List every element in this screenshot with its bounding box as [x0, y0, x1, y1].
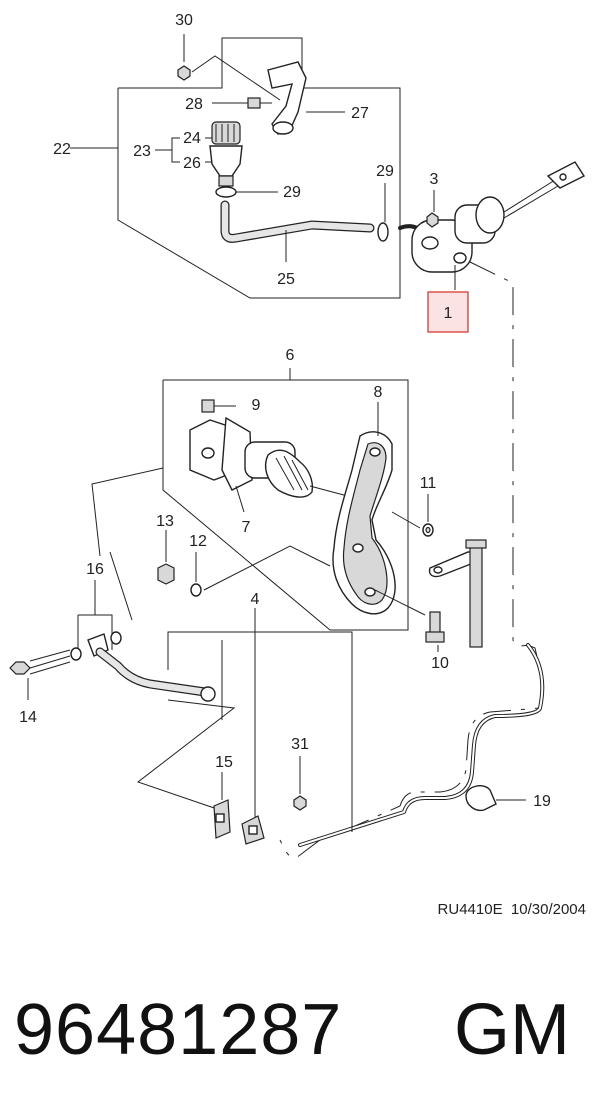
callout-6: 6 [286, 347, 295, 364]
callout-9: 9 [252, 397, 261, 414]
bolt-10 [374, 589, 445, 652]
part-code-banner: 96481287 GM [0, 975, 600, 1085]
callout-24: 24 [183, 130, 201, 147]
brand-label: GM [454, 990, 570, 1070]
bracket-pin [428, 539, 487, 648]
clip-4 [241, 815, 265, 845]
hose-clamp-29-right [377, 183, 389, 242]
callout-27: 27 [351, 105, 369, 122]
callout-16: 16 [86, 561, 104, 578]
washers-16 [70, 631, 122, 661]
banjo-bolt-14 [9, 649, 71, 700]
callout-15: 15 [215, 754, 233, 771]
callout-26: 26 [183, 155, 201, 172]
reservoir-group-frame [70, 37, 401, 299]
slave-cylinder-7 [189, 416, 356, 513]
clutch-hydraulic-exploded-diagram: 30 28 27 22 23 24 26 29 29 3 25 1 6 9 8 … [9, 12, 586, 918]
hose-clamp-29-left [215, 186, 278, 198]
release-fork-8 [332, 402, 421, 615]
callout-10: 10 [431, 655, 449, 672]
callout-8: 8 [374, 384, 383, 401]
nut-30 [177, 34, 281, 101]
drawing-reference: RU4410E 10/30/2004 [438, 901, 586, 918]
washer-11 [422, 494, 434, 537]
callout-3: 3 [430, 171, 439, 188]
hydraulic-line-route [279, 261, 543, 859]
reservoir-26 [209, 145, 243, 187]
callout-31: 31 [291, 736, 309, 753]
callout-22: 22 [53, 141, 71, 158]
washer-12 [190, 545, 331, 597]
reservoir-cap-24 [211, 121, 241, 145]
callout-25: 25 [277, 271, 295, 288]
reservoir-hose-25 [220, 200, 375, 262]
bracket-27 [267, 61, 345, 135]
slave-cylinder-group-frame [162, 368, 409, 631]
callout-1: 1 [444, 305, 453, 322]
hose-group-frame [77, 467, 164, 650]
callout-23: 23 [133, 143, 151, 160]
callout-29-left: 29 [283, 184, 301, 201]
part-number: 96481287 [14, 990, 343, 1070]
callout-19: 19 [533, 793, 551, 810]
flexible-hose [87, 633, 216, 702]
callout-28: 28 [185, 96, 203, 113]
callout-29-right: 29 [376, 163, 394, 180]
callout-11: 11 [420, 475, 437, 492]
nut-31 [293, 756, 307, 811]
callout-14: 14 [19, 709, 37, 726]
nut-13 [157, 530, 175, 585]
callout-1-highlight [427, 291, 469, 333]
clutch-master-cylinder-1 [398, 161, 586, 290]
callout-7: 7 [242, 519, 251, 536]
bracket-group-frame [136, 608, 353, 832]
callout-13: 13 [156, 513, 174, 530]
bolt-9 [201, 399, 236, 413]
bolt-28 [212, 97, 272, 109]
clip-19 [465, 785, 526, 812]
callout-12: 12 [189, 533, 207, 550]
callout-30: 30 [175, 12, 193, 29]
callout-leaders-23 [155, 137, 212, 163]
bracket-15 [213, 772, 231, 839]
callout-4: 4 [251, 591, 260, 608]
